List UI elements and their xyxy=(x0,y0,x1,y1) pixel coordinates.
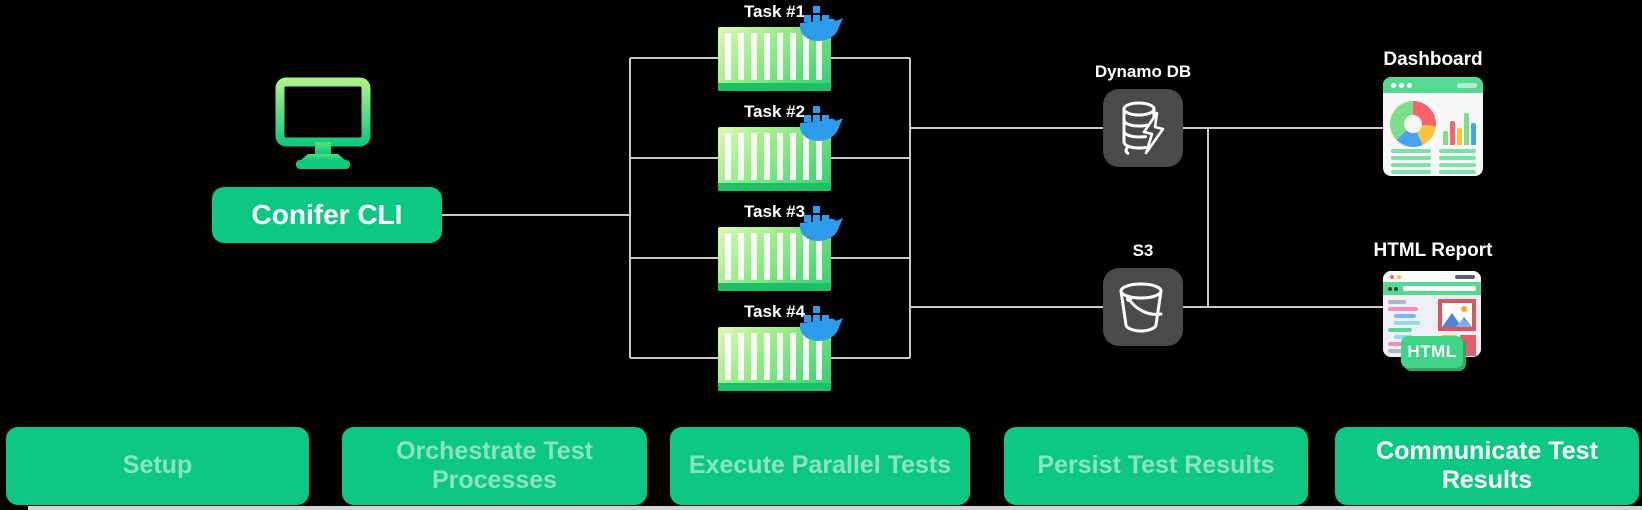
image-placeholder xyxy=(1438,299,1476,331)
html-report-label: HTML Report xyxy=(1373,240,1493,261)
task-label: Task #2 xyxy=(743,102,806,121)
docker-whale-icon xyxy=(800,6,843,41)
bar-chart xyxy=(1443,105,1477,145)
browser-toolbar xyxy=(1383,282,1481,295)
docker-container-icon xyxy=(718,327,831,391)
s3-bucket-icon xyxy=(1119,282,1163,333)
html-badge: HTML xyxy=(1401,336,1463,368)
conifer-cli-label: Conifer CLI xyxy=(251,199,403,230)
dynamodb-node xyxy=(1103,89,1183,167)
step-orchestrate: Orchestrate Test Processes xyxy=(342,427,647,505)
dashboard-icon xyxy=(1383,77,1483,176)
docker-whale-icon xyxy=(800,106,843,141)
browser-header xyxy=(1383,77,1483,93)
text-lines xyxy=(1439,149,1476,174)
docker-whale-icon xyxy=(800,206,843,241)
dashboard-label: Dashboard xyxy=(1383,49,1483,70)
donut-chart xyxy=(1390,101,1436,147)
bottom-divider xyxy=(28,506,1642,510)
step-execute: Execute Parallel Tests xyxy=(670,427,970,505)
step-persist: Persist Test Results xyxy=(1004,427,1308,505)
s3-node xyxy=(1103,268,1183,346)
docker-container-icon xyxy=(718,27,831,91)
task-label: Task #4 xyxy=(743,302,806,321)
conifer-cli-node: Conifer CLI xyxy=(212,187,442,243)
task-label: Task #1 xyxy=(743,2,806,21)
dynamodb-label: Dynamo DB xyxy=(1094,62,1192,81)
task-label: Task #3 xyxy=(743,202,806,221)
text-lines xyxy=(1391,149,1431,174)
dynamodb-icon xyxy=(1122,101,1165,155)
html-report-icon xyxy=(1383,271,1481,357)
step-setup: Setup xyxy=(6,427,309,505)
s3-label: S3 xyxy=(1132,241,1154,260)
step-communicate: Communicate Test Results xyxy=(1335,427,1639,505)
browser-titlebar xyxy=(1383,271,1481,282)
monitor-icon xyxy=(275,77,371,169)
docker-whale-icon xyxy=(800,306,843,341)
